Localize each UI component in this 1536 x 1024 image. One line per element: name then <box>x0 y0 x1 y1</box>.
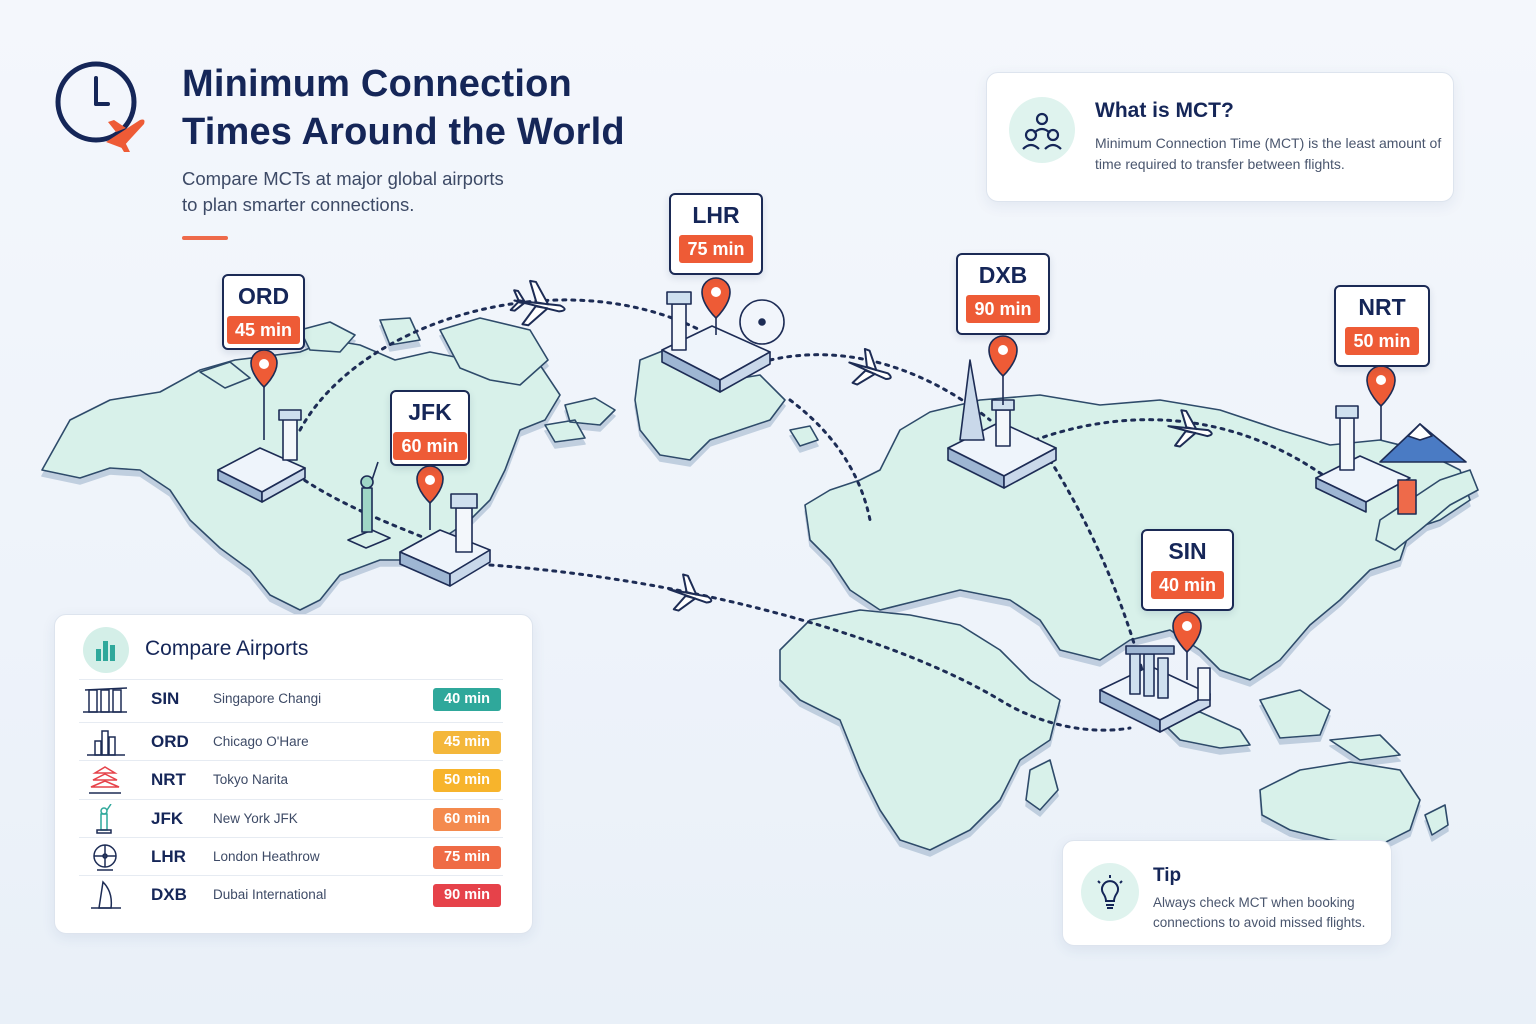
compare-airports-panel: Compare Airports SIN Singapore Changi 40… <box>54 614 533 934</box>
sin-airport-building <box>1099 645 1211 733</box>
map-pin-icon <box>1366 365 1396 408</box>
airport-code: LHR <box>151 847 186 866</box>
airport-name: London Heathrow <box>213 849 320 864</box>
mct-time: 50 min <box>1345 327 1419 355</box>
burj-al-arab-icon <box>91 880 121 909</box>
airport-code: SIN <box>151 689 180 708</box>
table-row[interactable]: ORD Chicago O'Hare 45 min <box>79 722 503 760</box>
airport-code: DXB <box>978 262 1028 288</box>
statue-of-liberty <box>347 461 391 549</box>
info-title: What is MCT? <box>1095 99 1234 122</box>
people-network-icon <box>1022 112 1062 150</box>
tip-card: Tip Always check MCT when booking connec… <box>1062 840 1392 946</box>
airport-code: JFK <box>151 809 184 828</box>
lhr-airport-building <box>661 291 785 393</box>
mct-time: 75 min <box>679 235 753 263</box>
mct-time: 60 min <box>393 432 467 460</box>
mct-badge: 50 min <box>433 769 501 792</box>
airport-code: DXB <box>151 885 187 904</box>
route-dxb-nrt <box>1008 418 1332 482</box>
airport-name: New York JFK <box>213 811 298 826</box>
mct-time: 45 min <box>226 316 301 344</box>
airport-name: Tokyo Narita <box>213 772 289 787</box>
page-title: Minimum Connection Times Around the Worl… <box>182 60 625 156</box>
airport-name: Dubai International <box>213 887 327 902</box>
mct-badge: 40 min <box>433 688 501 711</box>
madagascar-landmass <box>1025 759 1059 811</box>
airport-name: Singapore Changi <box>213 691 322 706</box>
page-subtitle: Compare MCTs at major global airports to… <box>182 166 504 218</box>
airport-code: ORD <box>237 283 290 309</box>
japan-landmass <box>1375 469 1479 551</box>
map-label-lhr[interactable]: LHR 75 min <box>669 193 763 275</box>
map-pin-icon <box>988 335 1018 378</box>
compare-icon-badge <box>83 627 129 673</box>
ord-airport-building <box>217 409 306 503</box>
map-label-ord[interactable]: ORD 45 min <box>222 274 305 350</box>
route-ord-lhr <box>298 298 702 432</box>
iceland-landmass <box>544 397 616 443</box>
africa-landmass <box>779 609 1061 851</box>
statue-of-liberty-icon <box>96 804 112 834</box>
bar-chart-icon <box>96 641 115 661</box>
arctic-islands <box>199 317 421 389</box>
airplane-icon <box>848 347 892 386</box>
title-line-1: Minimum Connection <box>182 63 572 105</box>
table-row[interactable]: LHR London Heathrow 75 min <box>79 837 503 875</box>
route-ord-jfk <box>288 468 432 542</box>
airport-code: NRT <box>1358 294 1406 320</box>
map-label-dxb[interactable]: DXB 90 min <box>956 253 1050 335</box>
info-icon-badge <box>1009 97 1075 163</box>
new-zealand-landmass <box>1424 804 1449 836</box>
marina-bay-icon <box>83 687 128 713</box>
airplane-icon <box>667 573 713 612</box>
map-pin-icon <box>701 277 731 320</box>
airplane-icon <box>509 279 566 327</box>
airport-name: Chicago O'Hare <box>213 734 309 749</box>
airplane-icon <box>1167 409 1213 448</box>
small-island <box>789 425 819 447</box>
lightbulb-icon <box>1097 875 1123 909</box>
airport-code: LHR <box>692 202 740 228</box>
subtitle-line-2: to plan smarter connections. <box>182 194 415 215</box>
title-accent-bar <box>182 236 228 240</box>
borneo-landmass <box>1259 689 1401 761</box>
clock-airplane-icon <box>55 61 145 152</box>
airport-code: SIN <box>1168 538 1207 564</box>
airport-code: NRT <box>151 770 186 789</box>
table-row[interactable]: DXB Dubai International 90 min <box>79 875 503 913</box>
info-card: What is MCT? Minimum Connection Time (MC… <box>986 72 1454 202</box>
tip-icon-badge <box>1081 863 1139 921</box>
nrt-airport-building <box>1315 405 1467 515</box>
mct-time: 40 min <box>1150 571 1225 599</box>
map-label-nrt[interactable]: NRT 50 min <box>1334 285 1430 367</box>
greenland-landmass <box>439 317 549 386</box>
mct-badge: 90 min <box>433 884 501 907</box>
london-eye-icon <box>93 844 117 871</box>
tip-title: Tip <box>1153 865 1182 886</box>
australia-landmass <box>1259 761 1421 846</box>
chicago-skyline-icon <box>87 730 125 756</box>
mct-badge: 45 min <box>433 731 501 754</box>
route-lhr-south <box>788 398 872 522</box>
mct-time: 90 min <box>966 295 1040 323</box>
airport-code: JFK <box>408 399 452 425</box>
map-label-jfk[interactable]: JFK 60 min <box>390 390 470 466</box>
info-text: Minimum Connection Time (MCT) is the lea… <box>1095 135 1442 172</box>
compare-title: Compare Airports <box>145 637 309 660</box>
table-row[interactable]: SIN Singapore Changi 40 min <box>79 679 503 717</box>
title-line-2: Times Around the World <box>182 111 625 153</box>
table-row[interactable]: JFK New York JFK 60 min <box>79 799 503 837</box>
table-row[interactable]: NRT Tokyo Narita 50 min <box>79 760 503 798</box>
tip-text: Always check MCT when booking connection… <box>1153 895 1366 930</box>
jfk-airport-building <box>399 493 491 587</box>
mct-badge: 75 min <box>433 846 501 869</box>
airport-code: ORD <box>151 732 189 751</box>
map-label-sin[interactable]: SIN 40 min <box>1141 529 1234 611</box>
route-jfk-sin <box>488 563 1132 732</box>
mct-badge: 60 min <box>433 808 501 831</box>
pagoda-icon <box>89 766 121 794</box>
subtitle-line-1: Compare MCTs at major global airports <box>182 168 504 189</box>
